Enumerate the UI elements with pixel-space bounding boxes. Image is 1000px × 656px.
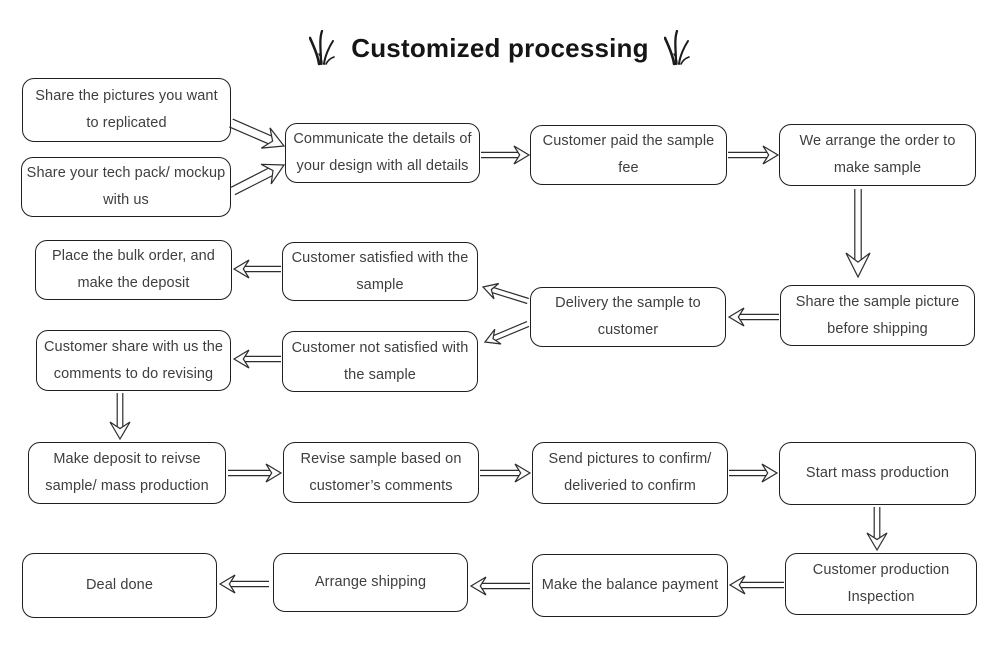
arrow-shipping-to-deal-done [218,574,269,594]
flow-box-place-bulk-order: Place the bulk order, and make the depos… [35,240,232,300]
flow-box-arrange-shipping: Arrange shipping [273,553,468,612]
flow-box-customer-not-satisfied: Customer not satisfied with the sample [282,331,478,392]
flow-box-make-deposit-revise: Make deposit to reivse sample/ mass prod… [28,442,226,504]
arrow-inspection-to-balance [728,575,784,595]
flow-box-make-balance-payment: Make the balance payment [532,554,728,617]
grass-icon [663,30,690,66]
arrow-send-pictures-to-mass [729,463,779,483]
flow-box-delivery-sample: Delivery the sample to customer [530,287,726,347]
arrow-satisfied-to-place-bulk [232,259,281,279]
flow-box-share-pictures: Share the pictures you want to replicate… [22,78,231,142]
arrow-mass-to-inspection [866,507,888,552]
flow-box-customer-share-comments: Customer share with us the comments to d… [36,330,231,391]
flow-box-revise-sample: Revise sample based on customer’s commen… [283,442,479,503]
arrow-share-pictures-to-communicate [229,118,286,149]
flow-box-send-pictures-confirm: Send pictures to confirm/ deliveried to … [532,442,728,504]
grass-icon [309,30,336,66]
arrow-revise-to-send-pictures [480,463,532,483]
flow-box-start-mass-production: Start mass production [779,442,976,505]
arrow-delivery-to-not-satisfied [483,321,530,345]
arrow-share-picture-to-delivery [727,307,779,327]
flow-box-share-sample-picture: Share the sample picture before shipping [780,285,975,346]
arrow-not-satisfied-to-comments [232,349,281,369]
flow-box-customer-satisfied: Customer satisfied with the sample [282,242,478,301]
arrow-balance-to-shipping [469,576,530,596]
flow-box-customer-production-inspection: Customer production Inspection [785,553,977,615]
arrow-tech-pack-to-communicate [230,163,286,196]
arrow-delivery-to-satisfied [481,282,529,305]
arrow-communicate-to-paid [481,145,531,165]
arrow-arrange-order-to-share-picture [845,189,871,279]
flow-box-we-arrange-order: We arrange the order to make sample [779,124,976,186]
arrow-comments-to-make-deposit [109,393,131,441]
flow-box-deal-done: Deal done [22,553,217,618]
arrow-make-deposit-to-revise [228,463,283,483]
page-title: Customized processing [351,32,649,63]
flow-box-communicate-details: Communicate the details of your design w… [285,123,480,183]
flow-box-customer-paid-sample-fee: Customer paid the sample fee [530,125,727,185]
flow-box-share-tech-pack: Share your tech pack/ mockup with us [21,157,231,217]
arrow-paid-to-arrange-order [728,145,780,165]
title-row: Customized processing [0,30,1000,66]
